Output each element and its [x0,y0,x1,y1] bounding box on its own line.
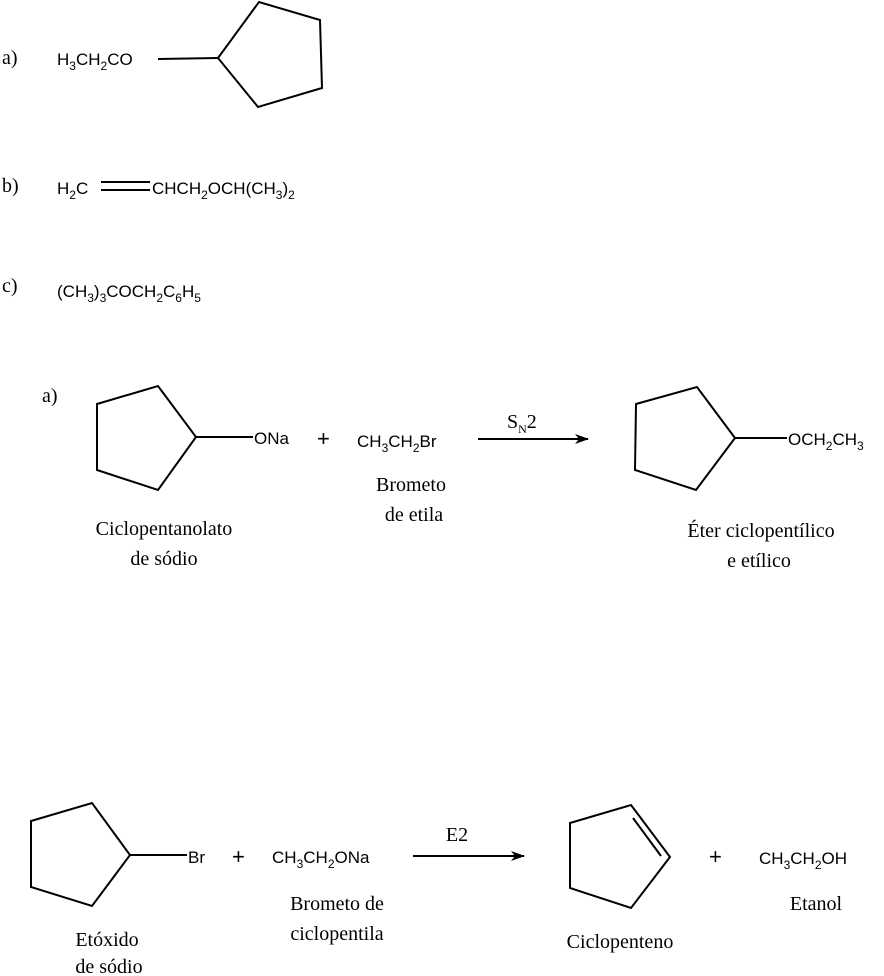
reaction2-reactant2-name-line1: Brometo de [290,893,384,915]
reaction2-reactant1-formula: Br [188,848,205,867]
reaction1-product-formula: OCH2CH3 [788,430,864,453]
reaction2-product1-name: Ciclopenteno [567,931,674,953]
reaction1-reactant1-name-line1: Ciclopentanolato [96,518,233,540]
reaction1-plus: + [317,426,330,451]
reaction1-product-name-line1: Éter ciclopentílico [687,519,834,542]
reaction2-product2-formula: CH3CH2OH [759,849,847,872]
reaction1-reactant1-ring [97,386,196,490]
item-c-formula: (CH3)3COCH2C6H5 [57,282,201,305]
reaction1-reactant2-name-line2: de etila [385,504,443,526]
cyclopentene-double-bond [633,818,661,856]
reaction2-plus1: + [232,844,245,869]
item-b-label: b) [2,175,19,197]
reaction2-product2-name: Etanol [790,893,843,915]
item-a-cyclopentane-ring [218,2,322,107]
reaction1-reactant2-name-line1: Brometo [376,474,446,496]
item-c-label: c) [2,275,18,297]
reaction2-plus2: + [709,844,722,869]
cyclopentene-ring [570,805,670,908]
reaction2-reactant1-name-line2: de sódio [75,956,142,976]
reaction2-arrow-label: E2 [446,824,468,846]
reaction2-reactant2-name-line2: ciclopentila [290,923,383,945]
reaction1-reactant1-formula: ONa [254,429,290,448]
reaction1-label: a) [42,385,58,407]
reaction1-product-name-line2: e etílico [727,550,791,572]
reaction1-product-ring [635,387,735,490]
reaction2-reactant1-ring [31,803,130,906]
reaction1-reactant1-name-line2: de sódio [130,548,197,570]
item-a-o-ring-bond [158,58,218,59]
reaction2-reactant1-name-line1: Etóxido [75,929,138,951]
item-b-formula-left: H2C [57,179,88,202]
reaction1-arrow-label: SN2 [507,411,537,436]
reaction2-reactant2-formula: CH3CH2ONa [272,848,370,871]
item-a-label: a) [2,47,18,69]
reaction1-reactant2-formula: CH3CH2Br [357,432,437,455]
item-b-formula-right: CHCH2OCH(CH3)2 [152,179,295,202]
item-a-formula: H3CH2CO [57,50,133,73]
